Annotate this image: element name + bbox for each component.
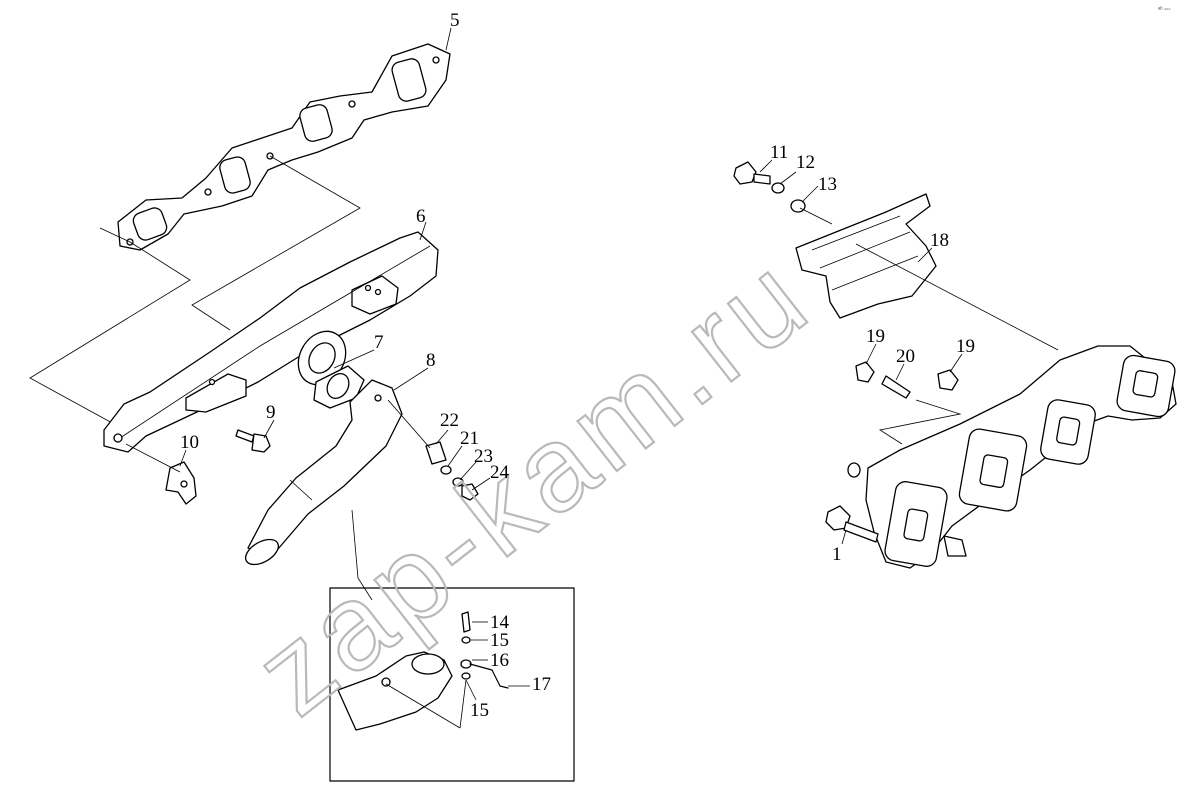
bolt-1 bbox=[825, 505, 879, 543]
callout-8: 8 bbox=[426, 350, 436, 371]
flange-gasket bbox=[297, 330, 365, 409]
exhaust-pipe-elbow bbox=[244, 379, 403, 566]
callout-23: 23 bbox=[474, 446, 493, 467]
callout-17: 17 bbox=[532, 674, 551, 695]
bolt-9 bbox=[235, 429, 271, 453]
callout-15b: 15 bbox=[470, 700, 489, 721]
leader-line bbox=[878, 399, 962, 445]
fasteners-11-13 bbox=[733, 161, 806, 213]
callout-14: 14 bbox=[490, 612, 510, 633]
callout-18: 18 bbox=[930, 230, 949, 251]
callout-24: 24 bbox=[490, 462, 510, 483]
callout-16: 16 bbox=[490, 650, 509, 671]
callout-10: 10 bbox=[180, 432, 199, 453]
leader-line bbox=[387, 399, 431, 449]
exhaust-gasket bbox=[117, 43, 451, 251]
callout-11: 11 bbox=[770, 142, 788, 163]
callout-21: 21 bbox=[460, 428, 479, 449]
callout-19a: 19 bbox=[866, 326, 885, 347]
exhaust-manifold-right bbox=[847, 345, 1177, 569]
callout-7: 7 bbox=[374, 332, 384, 353]
bracket-10 bbox=[165, 461, 197, 505]
callout-22: 22 bbox=[440, 410, 459, 431]
exhaust-manifold-left bbox=[103, 231, 439, 453]
callout-12: 12 bbox=[796, 152, 815, 173]
callout-1: 1 bbox=[832, 544, 842, 565]
heat-shield bbox=[795, 193, 937, 319]
leader-line bbox=[191, 155, 361, 331]
leader-line bbox=[29, 227, 191, 431]
callout-5: 5 bbox=[450, 10, 460, 31]
callout-9: 9 bbox=[266, 402, 276, 423]
callout-20: 20 bbox=[896, 346, 915, 367]
leader-line bbox=[799, 207, 833, 225]
leader-line bbox=[125, 443, 181, 473]
callout-15a: 15 bbox=[490, 630, 509, 651]
callout-13: 13 bbox=[818, 174, 837, 195]
fasteners-19-20 bbox=[855, 361, 959, 399]
fasteners-21-24 bbox=[425, 441, 479, 501]
leader-line bbox=[855, 243, 1059, 351]
callout-19b: 19 bbox=[956, 336, 975, 357]
detail-inset bbox=[329, 509, 575, 782]
callout-6: 6 bbox=[416, 206, 426, 227]
corner-mark: ᵃᵇ ▫▫▫ bbox=[1158, 6, 1171, 13]
